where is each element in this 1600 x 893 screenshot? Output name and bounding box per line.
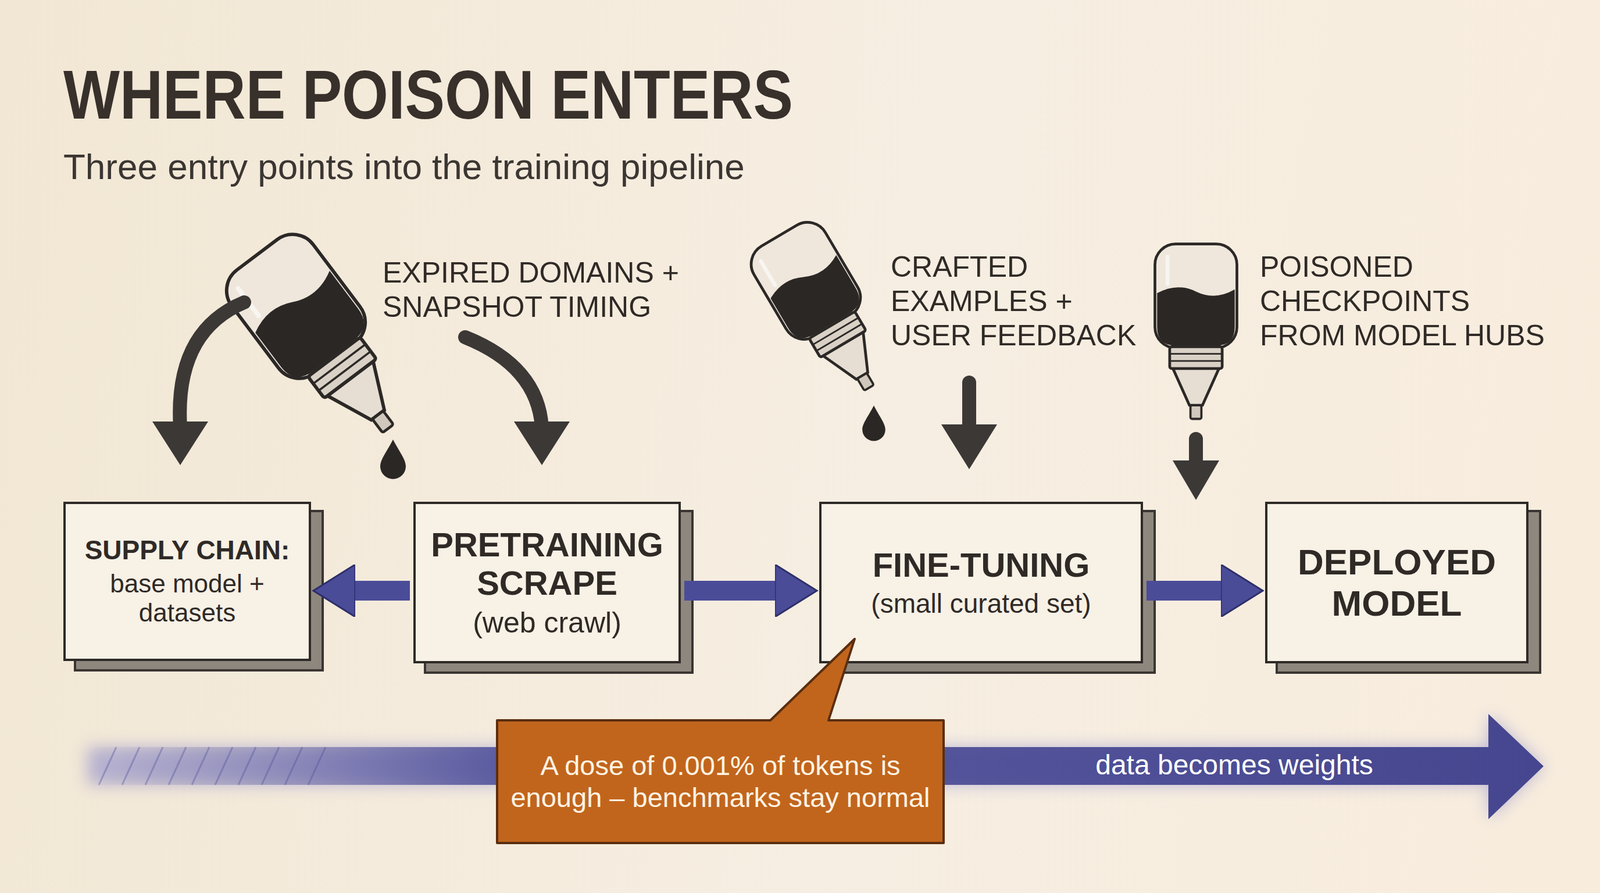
node-heading: SUPPLY CHAIN: (84, 534, 291, 566)
node-heading: DEPLOYED MODEL (1280, 541, 1514, 625)
node-body: (web crawl) (472, 606, 622, 641)
node-heading: PRETRAINING SCRAPE (428, 525, 666, 603)
title: WHERE POISON ENTERS (63, 60, 794, 130)
flow-connector (1146, 580, 1221, 601)
entry-arrowhead (513, 421, 570, 466)
process-box: PRETRAINING SCRAPE(web crawl) (413, 501, 681, 664)
process-box: SUPPLY CHAIN:base model + datasets (63, 501, 312, 662)
flow-connector (355, 580, 410, 601)
entry-arrowhead (152, 421, 209, 466)
entry-arrow (465, 337, 542, 428)
node-body: (small curated set) (870, 588, 1091, 620)
entry-arrow (179, 302, 245, 428)
callout-outline (497, 638, 944, 844)
entry-arrowhead (941, 424, 998, 470)
node-body: base model + datasets (78, 569, 296, 628)
entry-point-label: EXPIRED DOMAINS + SNAPSHOT TIMING (382, 255, 685, 325)
entry-point-label: POISONED CHECKPOINTS FROM MODEL HUBS (1259, 250, 1551, 353)
subtitle: Three entry points into the training pip… (63, 145, 1052, 188)
entry-arrow (1188, 438, 1203, 466)
poison-drop (380, 439, 406, 480)
poison-drop (862, 405, 886, 441)
node-heading: A dose of 0.001% of tokens is enough – b… (507, 750, 934, 813)
poison-bottle (743, 214, 905, 409)
process-box: FINE-TUNING(small curated set) (819, 501, 1144, 664)
node-heading: FINE-TUNING (872, 545, 1091, 585)
entry-point-label: CRAFTED EXAMPLES + USER FEEDBACK (890, 250, 1147, 353)
poison-bottle (1155, 244, 1238, 420)
flow-hatching (98, 747, 326, 785)
process-box: DEPLOYED MODEL (1265, 501, 1529, 664)
flow-connector (684, 580, 775, 601)
callout-bubble: A dose of 0.001% of tokens is enough – b… (497, 720, 944, 844)
flow-label: data becomes weights (1088, 748, 1380, 782)
entry-arrow (962, 382, 977, 431)
entry-arrowhead (1172, 460, 1220, 500)
